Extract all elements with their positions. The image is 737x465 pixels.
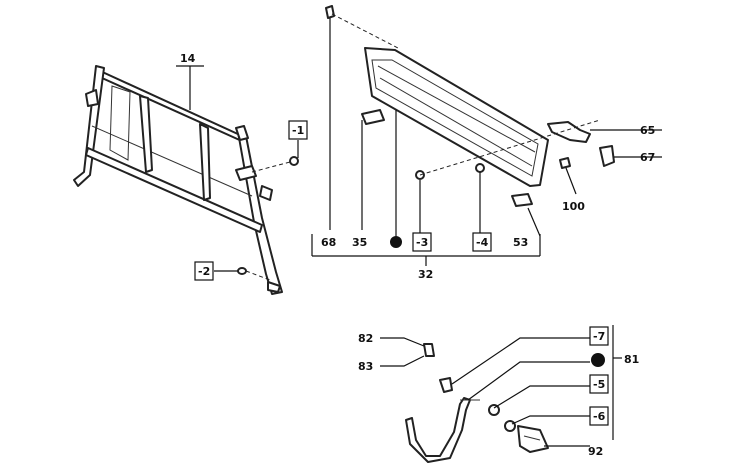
callout-100: 100	[562, 200, 585, 213]
callout-68: 68	[321, 236, 336, 249]
callout-67-text: 67	[640, 151, 655, 164]
callout-81-text: 81	[624, 353, 639, 366]
callout-82-text: 82	[358, 332, 373, 345]
callout-32-text: 32	[418, 268, 433, 281]
callout-minus-5-text: -5	[593, 378, 605, 391]
callout-100-text: 100	[562, 200, 585, 213]
callout-minus-2: -2	[194, 261, 214, 281]
callout-82: 82	[358, 332, 373, 345]
callout-53: 53	[513, 236, 528, 249]
callout-35: 35	[352, 236, 367, 249]
reference-dot-tailgate	[390, 236, 402, 248]
callout-81: 81	[624, 353, 639, 366]
callout-minus-4: -4	[472, 232, 492, 252]
callout-minus-2-text: -2	[198, 265, 210, 278]
callout-32: 32	[418, 268, 433, 281]
callout-minus-3: -3	[412, 232, 432, 252]
callout-minus-7-text: -7	[593, 330, 605, 343]
callout-minus-1: -1	[288, 120, 308, 140]
cab-guard-frame	[73, 65, 299, 295]
callout-35-text: 35	[352, 236, 367, 249]
reference-dot-cable	[591, 353, 605, 367]
tailgate-cable-assembly	[405, 343, 549, 463]
callout-65: 65	[640, 124, 655, 137]
callout-minus-4-text: -4	[476, 236, 489, 249]
callout-14-text: 14	[180, 52, 196, 65]
callout-minus-5: -5	[589, 374, 609, 394]
callout-minus-6-text: -6	[593, 410, 606, 423]
callout-minus-1-text: -1	[292, 124, 304, 137]
callout-minus-6: -6	[589, 406, 609, 426]
leader-lines	[176, 18, 662, 447]
callout-92-text: 92	[588, 445, 603, 458]
callout-53-text: 53	[513, 236, 528, 249]
callout-83-text: 83	[358, 360, 373, 373]
callout-92: 92	[588, 445, 603, 458]
tailgate-assembly	[325, 5, 615, 207]
callout-minus-7: -7	[589, 326, 609, 346]
callout-65-text: 65	[640, 124, 655, 137]
callout-minus-3-text: -3	[416, 236, 428, 249]
callout-14: 14	[180, 52, 196, 65]
callout-67: 67	[640, 151, 655, 164]
callout-68-text: 68	[321, 236, 336, 249]
callout-83: 83	[358, 360, 373, 373]
